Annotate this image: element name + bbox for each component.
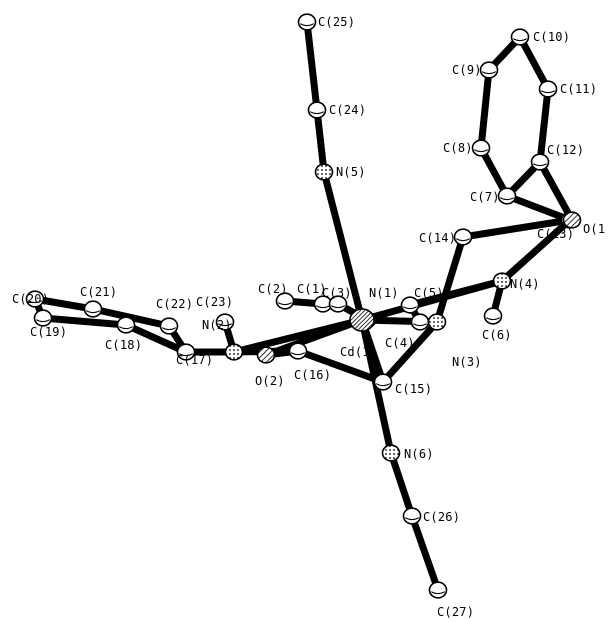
bond-n4-cd1 bbox=[358, 277, 506, 324]
atom-n3 bbox=[427, 313, 447, 331]
atom-o2 bbox=[256, 346, 276, 364]
atom-label-c10: C(10) bbox=[533, 30, 570, 44]
atom-label-c22: C(22) bbox=[156, 297, 193, 311]
atom-label-c27: C(27) bbox=[437, 605, 474, 619]
atom-label-c3: C(3) bbox=[322, 286, 352, 300]
atom-label-n3: N(3) bbox=[452, 355, 482, 369]
atom-label-cd1: Cd(1) bbox=[340, 345, 377, 359]
atom-label-c14: C(14) bbox=[419, 231, 456, 245]
atom-label-o2: O(2) bbox=[255, 374, 285, 388]
atom-label-c16: C(16) bbox=[294, 368, 331, 382]
atom-c19 bbox=[33, 309, 53, 327]
bond-c17-c18 bbox=[122, 321, 190, 356]
atom-label-c4: C(4) bbox=[385, 336, 415, 350]
atoms-layer bbox=[25, 13, 582, 599]
atom-n6 bbox=[381, 444, 401, 462]
atom-c27 bbox=[428, 581, 448, 599]
atom-label-c24: C(24) bbox=[329, 103, 366, 117]
atom-label-n1: N(1) bbox=[369, 286, 399, 300]
bond-c8-c9 bbox=[477, 66, 493, 152]
bond-n2-cd1 bbox=[230, 316, 366, 356]
atom-c7 bbox=[497, 187, 517, 205]
atom-label-c18: C(18) bbox=[105, 338, 142, 352]
bond-n3-c15 bbox=[379, 318, 441, 386]
atom-label-c1: C(1) bbox=[297, 282, 327, 296]
bond-c11-c12 bbox=[536, 85, 552, 166]
atom-c10 bbox=[510, 28, 530, 46]
atom-label-c2: C(2) bbox=[258, 282, 288, 296]
atom-label-c7: C(7) bbox=[470, 190, 500, 204]
atom-c9 bbox=[479, 61, 499, 79]
atom-c12 bbox=[530, 153, 550, 171]
atom-c8 bbox=[471, 139, 491, 157]
atom-c4 bbox=[410, 313, 430, 331]
atom-label-c9: C(9) bbox=[452, 63, 482, 77]
atom-c14 bbox=[453, 228, 473, 246]
atom-label-c8: C(8) bbox=[443, 141, 473, 155]
atom-cd1 bbox=[349, 308, 375, 332]
atom-c6 bbox=[483, 307, 503, 325]
bond-c13-n4 bbox=[498, 216, 574, 285]
atom-c3 bbox=[328, 295, 348, 313]
atom-label-c21: C(21) bbox=[80, 285, 117, 299]
atom-label-c5: C(5) bbox=[414, 286, 444, 300]
atom-label-n2: N(2) bbox=[202, 318, 232, 332]
atom-c24 bbox=[307, 101, 327, 119]
bond-c7-c13 bbox=[503, 192, 574, 224]
bond-c14-n3 bbox=[433, 233, 467, 326]
bond-c25-c24 bbox=[303, 18, 321, 114]
atom-label-o1: O(1 bbox=[583, 222, 605, 236]
atom-c26 bbox=[402, 507, 422, 525]
bonds-layer bbox=[31, 18, 576, 594]
atom-c25 bbox=[297, 13, 317, 31]
atom-c20 bbox=[25, 290, 45, 308]
bond-n6-c26 bbox=[387, 449, 416, 520]
bond-c10-c11 bbox=[516, 33, 552, 93]
bond-c20-c21 bbox=[31, 295, 97, 313]
bond-n5-cd1 bbox=[320, 168, 366, 324]
bond-c18-c19 bbox=[39, 314, 130, 329]
atom-c15 bbox=[373, 373, 393, 391]
atom-c18 bbox=[116, 316, 136, 334]
atom-c23 bbox=[215, 313, 235, 331]
atom-label-c25: C(25) bbox=[318, 15, 355, 29]
atom-label-c20: C(20) bbox=[12, 292, 49, 306]
atom-label-c15: C(15) bbox=[395, 382, 432, 396]
atom-n2 bbox=[224, 343, 244, 361]
atom-label-c11: C(11) bbox=[560, 82, 597, 96]
atom-c2 bbox=[275, 292, 295, 310]
atom-o1 bbox=[562, 211, 582, 229]
atom-n4 bbox=[492, 272, 512, 290]
atom-c17 bbox=[176, 343, 196, 361]
atom-label-c17: C(17) bbox=[176, 353, 213, 367]
bond-c12-o1 bbox=[536, 158, 576, 224]
bond-c26-c27 bbox=[408, 512, 442, 594]
atom-label-c23: C(23) bbox=[196, 295, 233, 309]
atom-label-c6: C(6) bbox=[482, 328, 512, 342]
atom-c11 bbox=[538, 80, 558, 98]
atom-label-c19: C(19) bbox=[30, 325, 67, 339]
atom-label-c26: C(26) bbox=[423, 510, 460, 524]
bond-c24-n5 bbox=[313, 106, 328, 176]
atom-label-c12: C(12) bbox=[547, 143, 584, 157]
atom-label-n4: N(4) bbox=[510, 277, 540, 291]
bond-c21-c22 bbox=[89, 305, 173, 330]
labels-layer: C(25) C(24) N(5) C(10) C(9) C(11) C(8) C(12) C(7… bbox=[12, 15, 605, 619]
atom-label-n6: N(6) bbox=[404, 447, 434, 461]
atom-c16 bbox=[288, 342, 308, 360]
atom-label-n5: N(5) bbox=[336, 165, 366, 179]
bond-c13-c14 bbox=[459, 216, 574, 241]
bond-c7-c8 bbox=[477, 144, 511, 200]
atom-c21 bbox=[83, 300, 103, 318]
atom-c22 bbox=[159, 317, 179, 335]
atom-label-c13: C(13) bbox=[537, 227, 574, 241]
atom-n5 bbox=[314, 163, 334, 181]
atom-c5 bbox=[400, 296, 420, 314]
bond-c15-c16 bbox=[294, 347, 387, 386]
